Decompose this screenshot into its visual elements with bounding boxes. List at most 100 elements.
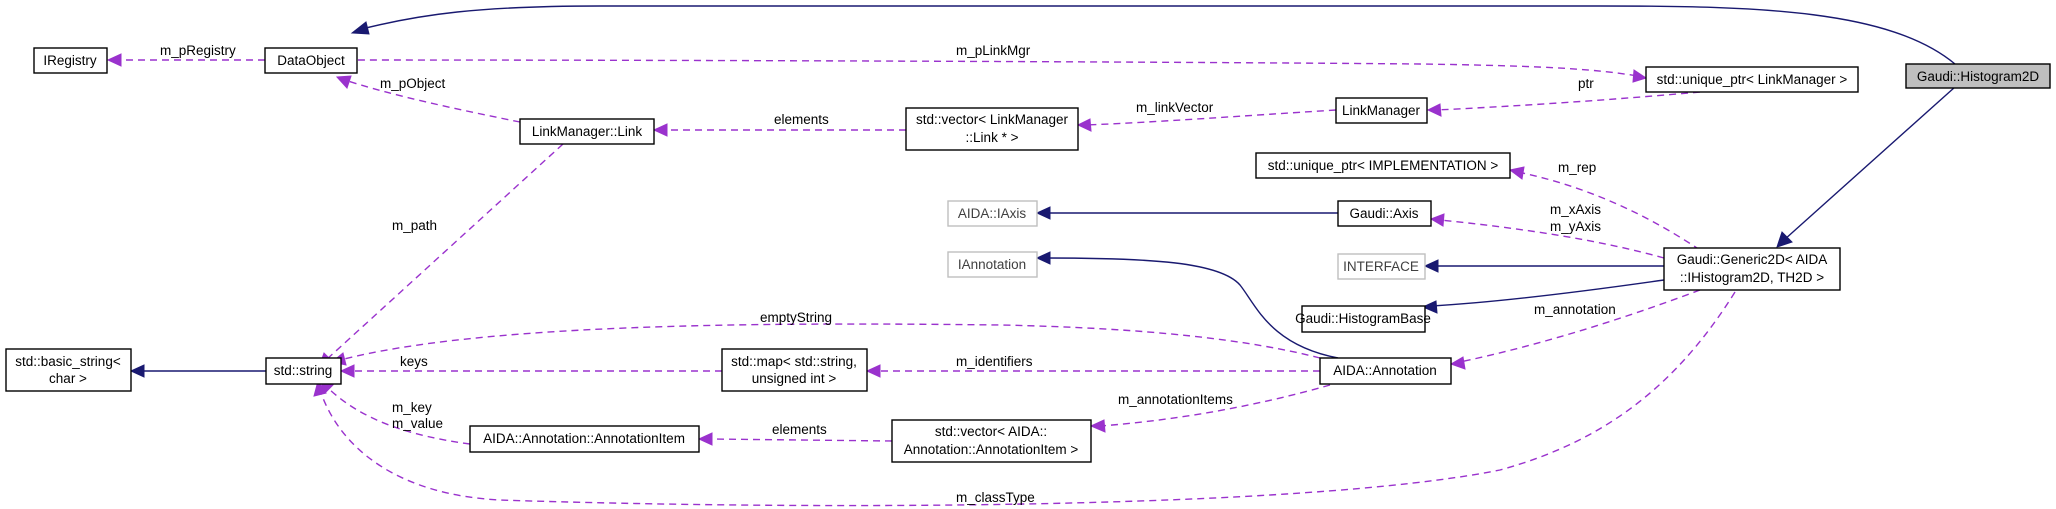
node-std-basic-string[interactable]: std::basic_string< char > [5, 348, 132, 392]
label-keys: keys [400, 354, 428, 369]
node-interface[interactable]: INTERFACE [1337, 253, 1426, 280]
edge-histogram2d-to-dataobject [357, 5, 1956, 65]
edge-uniqueptr-to-linkmanager [1435, 91, 1701, 111]
node-gaudi-axis[interactable]: Gaudi::Axis [1337, 200, 1432, 227]
node-iannotation-label: IAnnotation [958, 257, 1026, 272]
node-vector-linkmanager-link[interactable]: std::vector< LinkManager ::Link * > [905, 107, 1079, 151]
edges [106, 5, 1956, 507]
label-m_xaxis: m_xAxis [1550, 202, 1601, 217]
node-gaudi-histogram2d[interactable]: Gaudi::Histogram2D [1905, 63, 2051, 89]
arrowhead-generic2d [1776, 231, 1793, 248]
node-std-string-label: std::string [274, 363, 333, 378]
node-iannotation[interactable]: IAnnotation [947, 251, 1038, 278]
node-gaudi-generic2d-label-1: Gaudi::Generic2D< AIDA [1677, 252, 1827, 267]
node-aida-iaxis[interactable]: AIDA::IAxis [947, 200, 1038, 227]
node-aida-annotation-item[interactable]: AIDA::Annotation::AnnotationItem [469, 425, 700, 453]
node-gaudi-histogram2d-label: Gaudi::Histogram2D [1917, 69, 2040, 84]
node-aida-annotation-label: AIDA::Annotation [1333, 363, 1437, 378]
node-gaudi-axis-label: Gaudi::Axis [1349, 206, 1418, 221]
arrowhead-linkmanager [1426, 103, 1442, 117]
label-m_plinkmgr: m_pLinkMgr [956, 43, 1031, 58]
node-gaudi-generic2d-label-2: ::IHistogram2D, TH2D > [1680, 270, 1824, 285]
arrowhead-uniqueptr-linkmgr [1632, 69, 1648, 83]
arrowhead-annotationitem [697, 432, 713, 446]
label-m_annotationitems: m_annotationItems [1118, 392, 1233, 407]
edge-link-to-dataobject [344, 79, 521, 123]
label-m_path: m_path [392, 218, 437, 233]
node-vector-annotation-item[interactable]: std::vector< AIDA:: Annotation::Annotati… [891, 419, 1092, 463]
label-m_key: m_key [392, 400, 432, 415]
node-std-basic-string-label-2: char > [49, 371, 87, 386]
arrowhead-basicstring [129, 364, 145, 378]
node-linkmanager[interactable]: LinkManager [1335, 97, 1428, 124]
node-iregistry-label: IRegistry [43, 53, 97, 68]
arrowhead-iregistry [106, 53, 122, 67]
nodes: Gaudi::Histogram2D std::unique_ptr< Link… [5, 47, 2051, 463]
node-aida-iaxis-label: AIDA::IAxis [958, 206, 1027, 221]
edge-dataobject-to-uniqueptr-linkmgr [357, 59, 1639, 77]
label-ptr: ptr [1578, 76, 1594, 91]
edge-histogram2d-to-generic2d [1783, 86, 1956, 241]
node-std-map[interactable]: std::map< std::string, unsigned int > [721, 348, 868, 392]
edge-generic2d-to-string-classtype [319, 291, 1736, 507]
edge-generic2d-to-uniqueptr-impl [1517, 171, 1701, 251]
node-vector-annotation-item-label-2: Annotation::AnnotationItem > [904, 442, 1079, 457]
edge-labels: m_pRegistry m_pLinkMgr m_pObject ptr m_l… [160, 43, 1616, 505]
node-dataobject-label: DataObject [277, 53, 345, 68]
node-std-map-label-2: unsigned int > [752, 371, 837, 386]
node-std-basic-string-label-1: std::basic_string< [15, 354, 121, 369]
edge-generic2d-to-axis [1439, 219, 1665, 259]
node-vector-linkmanager-link-label-2: ::Link * > [966, 130, 1019, 145]
arrowhead-vectoritem [1089, 419, 1106, 433]
node-unique-ptr-linkmanager[interactable]: std::unique_ptr< LinkManager > [1645, 66, 1859, 93]
label-m_annotation: m_annotation [1534, 302, 1616, 317]
node-gaudi-generic2d[interactable]: Gaudi::Generic2D< AIDA ::IHistogram2D, T… [1663, 247, 1841, 291]
node-unique-ptr-implementation[interactable]: std::unique_ptr< IMPLEMENTATION > [1255, 152, 1511, 179]
arrowhead-dataobject-pobject [335, 75, 352, 89]
label-m_rep: m_rep [1558, 160, 1596, 175]
edge-generic2d-to-annotation [1459, 289, 1701, 363]
node-linkmanager-link[interactable]: LinkManager::Link [519, 118, 655, 145]
label-m_value: m_value [392, 416, 443, 431]
node-std-map-label-1: std::map< std::string, [731, 354, 857, 369]
node-iregistry[interactable]: IRegistry [33, 47, 108, 74]
node-vector-annotation-item-label-1: std::vector< AIDA:: [935, 424, 1047, 439]
edge-linkmanager-to-vectorlink [1085, 109, 1337, 126]
arrowhead-string-classtype [313, 379, 327, 397]
node-aida-annotation-item-label: AIDA::Annotation::AnnotationItem [483, 431, 685, 446]
arrowhead-axis [1429, 213, 1445, 227]
label-emptystring: emptyString [760, 310, 832, 325]
arrowhead-string-keys [339, 364, 355, 378]
node-unique-ptr-linkmanager-label: std::unique_ptr< LinkManager > [1657, 72, 1848, 87]
arrowhead-link [652, 123, 668, 137]
node-gaudi-histogrambase[interactable]: Gaudi::HistogramBase [1295, 305, 1431, 333]
label-m_linkvector: m_linkVector [1136, 100, 1214, 115]
arrowhead-dataobject [350, 21, 370, 35]
edge-annotation-to-vectoritem [1099, 384, 1331, 427]
arrowhead-iannotation [1035, 251, 1051, 265]
arrowhead-vectorlink [1076, 118, 1092, 132]
node-linkmanager-link-label: LinkManager::Link [532, 124, 643, 139]
arrowhead-annotation [1449, 356, 1466, 370]
arrowhead-histogrambase [1421, 300, 1438, 314]
node-gaudi-histogrambase-label: Gaudi::HistogramBase [1295, 311, 1431, 326]
arrowhead-interface [1423, 259, 1439, 273]
node-std-string[interactable]: std::string [265, 357, 342, 385]
node-interface-label: INTERFACE [1343, 259, 1419, 274]
node-dataobject[interactable]: DataObject [264, 47, 358, 74]
node-vector-linkmanager-link-label-1: std::vector< LinkManager [916, 112, 1068, 127]
edge-vectoritem-to-annotationitem [707, 438, 893, 442]
arrowhead-map [865, 364, 881, 378]
edge-link-to-string-path [325, 143, 564, 361]
edge-annotation-to-iannotation [1045, 257, 1339, 359]
node-aida-annotation[interactable]: AIDA::Annotation [1319, 357, 1452, 385]
edge-annotationitem-to-string [325, 385, 471, 445]
label-m_yaxis: m_yAxis [1550, 219, 1601, 234]
edge-generic2d-to-histogrambase [1431, 279, 1665, 307]
edge-annotation-to-string-empty [339, 323, 1321, 361]
arrowhead-uniqueptr-impl [1508, 166, 1525, 180]
label-m_pobject: m_pObject [380, 76, 446, 91]
arrowhead-iaxis [1035, 206, 1051, 220]
label-m_classtype: m_classType [956, 490, 1035, 505]
